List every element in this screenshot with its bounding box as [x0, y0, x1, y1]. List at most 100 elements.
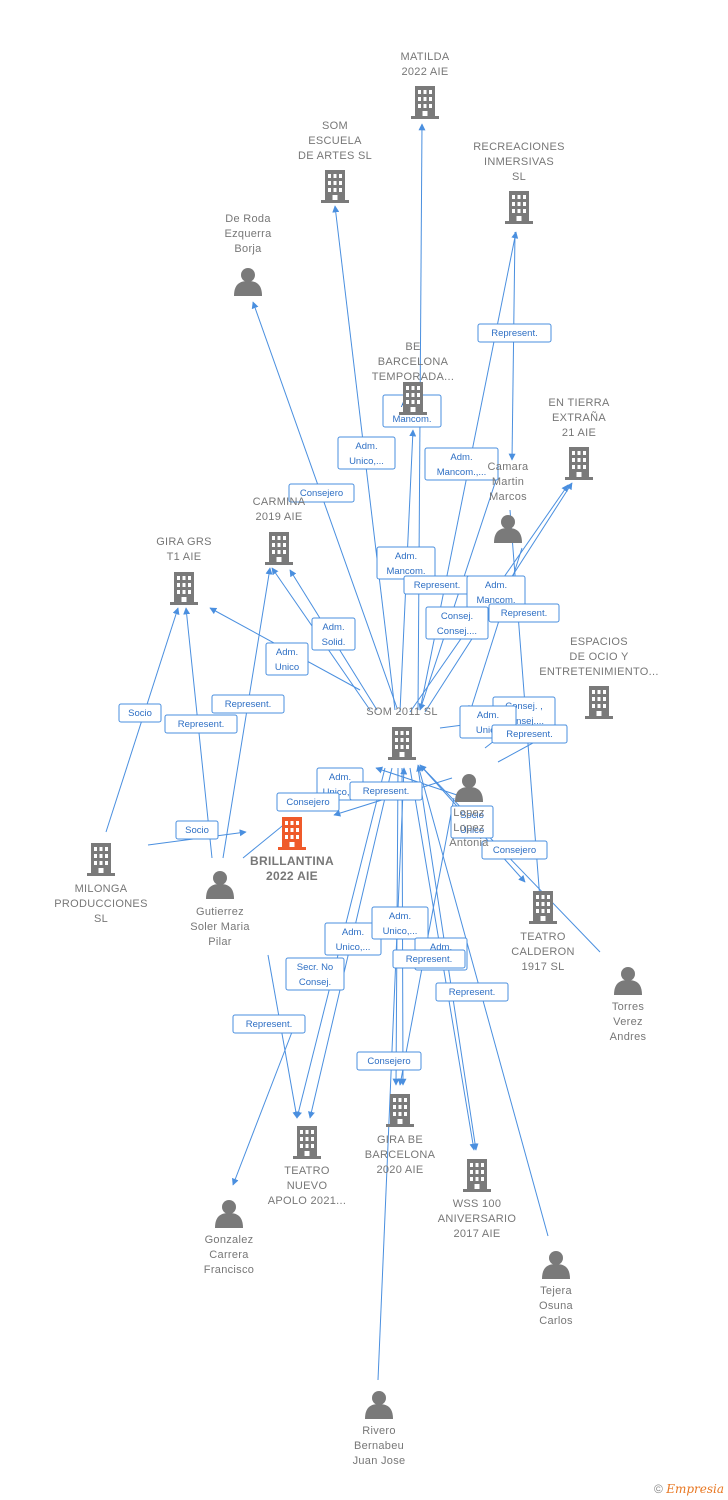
node-label[interactable]: Verez: [613, 1016, 643, 1028]
node-label[interactable]: Carrera: [209, 1249, 249, 1261]
node-label[interactable]: BARCELONA: [378, 356, 449, 368]
node-label[interactable]: SL: [94, 913, 108, 925]
node-label[interactable]: RECREACIONES: [473, 141, 565, 153]
edge-label[interactable]: Adm.Mancom.: [466, 575, 526, 609]
node-label[interactable]: SOM 2011 SL: [366, 706, 438, 718]
node-label[interactable]: MILONGA: [75, 883, 128, 895]
edge-label[interactable]: Consej.Consej....: [425, 606, 489, 640]
building-icon[interactable]: [321, 170, 349, 203]
edge-label[interactable]: Adm.Unico: [265, 642, 309, 676]
building-icon[interactable]: [529, 891, 557, 924]
edge-label[interactable]: Represent.: [211, 694, 285, 714]
node-label[interactable]: BE: [405, 341, 420, 353]
node-label[interactable]: TEATRO: [520, 931, 566, 943]
edge-label[interactable]: Adm.Unico,...: [324, 922, 382, 956]
edge-label[interactable]: Consejero: [288, 483, 355, 503]
node-label[interactable]: ENTRETENIMIENTO...: [539, 666, 658, 678]
edge-label[interactable]: Represent.: [164, 714, 238, 734]
edge-label[interactable]: Represent.: [488, 603, 560, 623]
node-label[interactable]: TEMPORADA...: [372, 371, 454, 383]
building-icon[interactable]: [411, 86, 439, 119]
node-label[interactable]: Rivero: [362, 1425, 396, 1437]
node-label[interactable]: GIRA BE: [377, 1134, 423, 1146]
node-label[interactable]: T1 AIE: [167, 551, 202, 563]
node-label[interactable]: Andres: [610, 1031, 647, 1043]
node-label[interactable]: CARMINA: [253, 496, 306, 508]
building-icon[interactable]: [265, 532, 293, 565]
node-label[interactable]: WSS 100: [453, 1198, 502, 1210]
building-icon[interactable]: [399, 382, 427, 415]
node-label[interactable]: Torres: [612, 1001, 645, 1013]
node-label[interactable]: SOM: [322, 120, 348, 132]
building-icon[interactable]: [585, 686, 613, 719]
node-label[interactable]: De Roda: [225, 213, 271, 225]
building-icon[interactable]: [170, 572, 198, 605]
node-label[interactable]: Gonzalez: [205, 1234, 254, 1246]
node-label[interactable]: Ezquerra: [224, 228, 272, 240]
node-label[interactable]: ANIVERSARIO: [438, 1213, 517, 1225]
edge-label[interactable]: Adm.Solid.: [311, 617, 356, 651]
node-label[interactable]: ESPACIOS: [570, 636, 628, 648]
node-espacios[interactable]: ESPACIOS DE OCIO Y ENTRETENIMIENTO...: [539, 636, 658, 719]
node-label[interactable]: 2019 AIE: [255, 511, 302, 523]
edge-label[interactable]: Represent.: [435, 982, 509, 1002]
edge-label[interactable]: Adm.Mancom.: [376, 546, 436, 580]
node-label[interactable]: Lopez: [453, 807, 484, 819]
node-label[interactable]: Bernabeu: [354, 1440, 404, 1452]
edge-label[interactable]: Socio: [175, 820, 219, 840]
node-label[interactable]: Camara: [488, 461, 530, 473]
node-be-barcelona[interactable]: BE BARCELONA TEMPORADA...: [372, 341, 454, 415]
node-label[interactable]: NUEVO: [287, 1180, 328, 1192]
node-label[interactable]: 21 AIE: [562, 427, 596, 439]
node-label[interactable]: GIRA GRS: [156, 536, 212, 548]
person-icon[interactable]: [494, 515, 522, 543]
person-icon[interactable]: [365, 1391, 393, 1419]
node-label[interactable]: 2020 AIE: [376, 1164, 423, 1176]
node-label[interactable]: DE ARTES SL: [298, 150, 372, 162]
node-label[interactable]: Gutierrez: [196, 906, 244, 918]
building-icon[interactable]: [388, 727, 416, 760]
node-label[interactable]: Antonia: [449, 837, 489, 849]
edge-label[interactable]: Represent.: [491, 724, 568, 744]
building-icon[interactable]: [278, 817, 306, 850]
node-label[interactable]: Lopez: [453, 822, 484, 834]
node-label[interactable]: MATILDA: [401, 51, 450, 63]
edge-label[interactable]: Adm.Unico,...: [337, 436, 396, 470]
node-label[interactable]: SL: [512, 171, 526, 183]
node-label[interactable]: Juan Jose: [353, 1455, 406, 1467]
node-label[interactable]: EXTRAÑA: [552, 411, 606, 424]
edge-label[interactable]: Represent.: [392, 949, 466, 969]
node-label[interactable]: BRILLANTINA: [250, 854, 334, 868]
node-label[interactable]: Carlos: [539, 1315, 573, 1327]
node-label[interactable]: Tejera: [540, 1285, 572, 1297]
node-label[interactable]: DE OCIO Y: [569, 651, 629, 663]
building-icon[interactable]: [293, 1126, 321, 1159]
person-icon[interactable]: [206, 871, 234, 899]
building-icon[interactable]: [463, 1159, 491, 1192]
building-icon[interactable]: [386, 1094, 414, 1127]
building-icon[interactable]: [87, 843, 115, 876]
edge-label[interactable]: Represent.: [477, 323, 552, 343]
edge-label[interactable]: Represent.: [349, 781, 423, 801]
edge-label[interactable]: Consejero: [481, 840, 548, 860]
node-gira-grs[interactable]: GIRA GRS T1 AIE: [156, 536, 212, 605]
node-label[interactable]: EN TIERRA: [548, 397, 610, 409]
edge-label[interactable]: Adm.Mancom.,...: [424, 447, 499, 481]
person-icon[interactable]: [455, 774, 483, 802]
node-carmina[interactable]: CARMINA 2019 AIE: [253, 496, 306, 565]
node-label[interactable]: 2022 AIE: [266, 869, 318, 883]
person-icon[interactable]: [215, 1200, 243, 1228]
